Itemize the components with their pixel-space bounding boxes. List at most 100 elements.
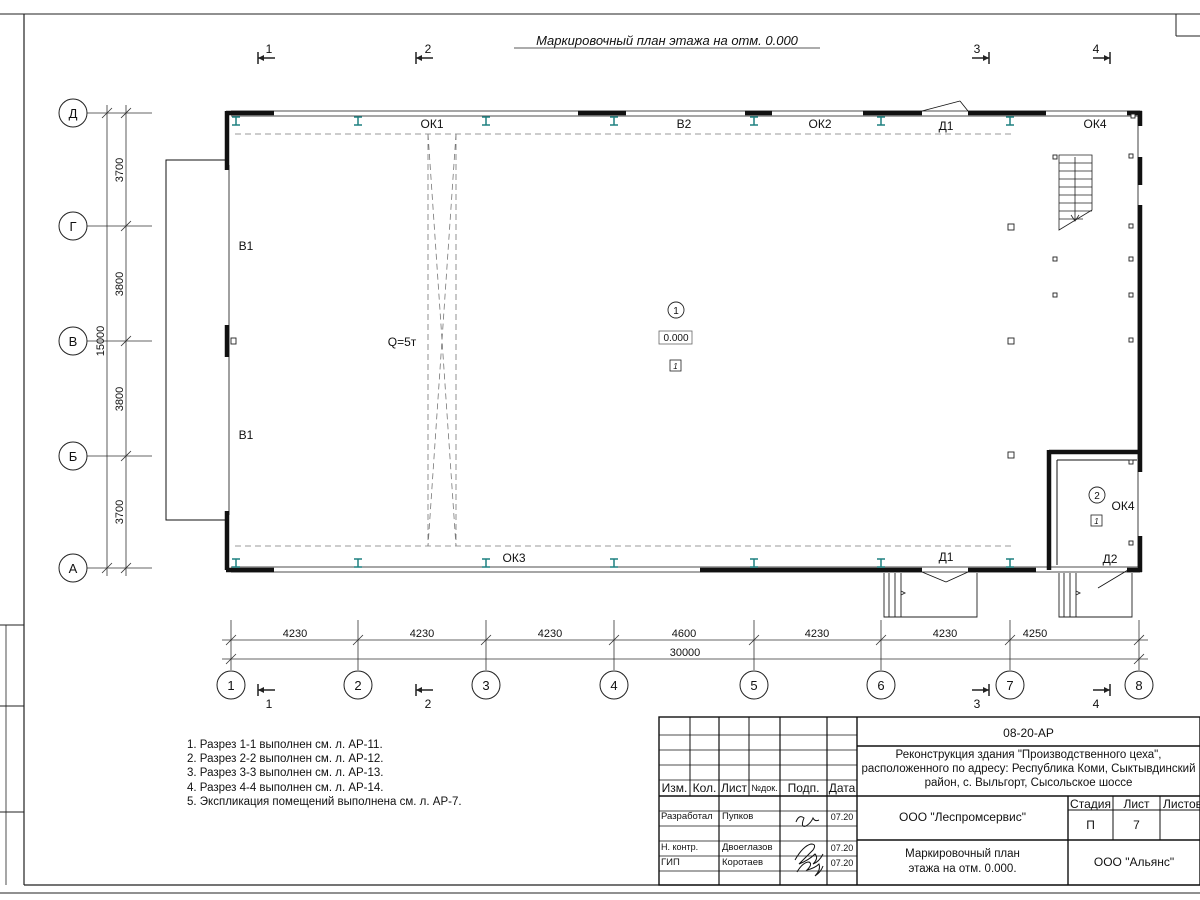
tb-date-norm-control: 07.20 <box>830 843 854 853</box>
room2-number-circle <box>1088 486 1106 504</box>
tb-role-norm-control: Н. контр. <box>661 842 699 852</box>
hdim-2: 4230 <box>410 628 434 640</box>
drawing-title: Маркировочный план этажа на отм. 0.000 <box>536 33 799 48</box>
porches <box>883 573 1133 618</box>
tb-project-line-2: расположенного по адресу: Республика Ком… <box>861 763 1196 775</box>
tb-project-line-3: район, с. Выльгорт, Сысольское шоссе <box>924 777 1133 789</box>
hdim-7: 4250 <box>1023 628 1047 640</box>
tb-header-ndok: №док. <box>751 783 778 793</box>
label-v2: В2 <box>677 117 692 131</box>
tb-stage-label: Стадия <box>1070 797 1111 811</box>
hdim-5: 4230 <box>805 628 829 640</box>
tb-organization: ООО "Альянс" <box>1093 855 1175 869</box>
tb-name-gip: Коротаев <box>722 857 764 868</box>
label-v1-upper: В1 <box>239 239 254 253</box>
label-d1-top: Д1 <box>939 119 954 133</box>
axis-number-1: 1 <box>227 678 234 693</box>
axis-letter-d: Д <box>69 106 78 121</box>
vdim-4: 3700 <box>114 500 126 524</box>
signature-dvoeglazov <box>794 843 824 865</box>
vdim-1: 3700 <box>114 158 126 182</box>
label-d1-bottom: Д1 <box>939 550 954 564</box>
signature-pupkov <box>795 816 820 827</box>
signature-korotaev <box>796 861 824 877</box>
left-axis-bubbles <box>58 98 88 583</box>
tb-header-podp: Подп. <box>787 781 820 795</box>
axis-letter-a: А <box>69 561 78 576</box>
bottom-axis-bubbles <box>216 670 1154 700</box>
label-ok1: ОК1 <box>421 117 444 131</box>
tb-stage-value: П <box>1086 818 1095 832</box>
tb-code: 08-20-АР <box>1003 726 1054 740</box>
axis-number-8: 8 <box>1135 678 1142 693</box>
section-arrows-bottom <box>258 687 1110 693</box>
hdim-6: 4230 <box>933 628 957 640</box>
hdim-total: 30000 <box>670 647 701 659</box>
room1-tag-box <box>669 359 682 372</box>
vdim-total: 15000 <box>95 326 107 357</box>
tb-name-norm-control: Двоеглазов <box>722 842 773 853</box>
room1-number-circle <box>667 301 685 319</box>
stair <box>1058 154 1093 231</box>
room1-level-box <box>658 330 693 345</box>
tb-sheet-value: 7 <box>1133 818 1140 832</box>
tb-date-developer: 07.20 <box>830 812 854 822</box>
axis-number-4: 4 <box>610 678 617 693</box>
axis-letter-v: В <box>69 334 78 349</box>
hdim-3: 4230 <box>538 628 562 640</box>
label-d2: Д2 <box>1103 552 1118 566</box>
label-ok4-top: ОК4 <box>1084 117 1107 131</box>
tb-role-developer: Разработал <box>661 811 713 822</box>
axis-number-6: 6 <box>877 678 884 693</box>
axis-number-7: 7 <box>1006 678 1013 693</box>
section-top-4: 4 <box>1093 42 1100 56</box>
section-top-1: 1 <box>266 42 273 56</box>
label-ok3: ОК3 <box>503 551 526 565</box>
note-2: 2. Разрез 2-2 выполнен см. л. АР-12. <box>187 753 384 766</box>
section-bottom-3: 3 <box>974 697 981 711</box>
note-5: 5. Экспликация помещений выполнена см. л… <box>187 795 462 808</box>
tb-sheet-title-line-1: Маркировочный план <box>905 848 1020 860</box>
tb-header-izm: Изм. <box>661 781 688 795</box>
crane-runway <box>235 133 1015 547</box>
vdim-2: 3800 <box>114 272 126 296</box>
room2-number: 2 <box>1094 491 1100 502</box>
section-bottom-4: 4 <box>1093 697 1100 711</box>
general-notes: 1. Разрез 1-1 выполнен см. л. АР-11. 2. … <box>187 738 627 809</box>
tb-sheet-label: Лист <box>1123 797 1150 811</box>
axis-number-2: 2 <box>354 678 361 693</box>
vdim-3: 3800 <box>114 387 126 411</box>
left-dimension-chain <box>86 105 152 576</box>
tb-sheets-label: Листов <box>1163 797 1200 811</box>
section-bottom-2: 2 <box>425 697 432 711</box>
note-3: 3. Разрез 3-3 выполнен см. л. АР-13. <box>187 767 384 780</box>
tb-sheet-title-line-2: этажа на отм. 0.000. <box>908 863 1017 875</box>
axis-number-5: 5 <box>750 678 757 693</box>
section-top-2: 2 <box>425 42 432 56</box>
hdim-1: 4230 <box>283 628 307 640</box>
tb-company: ООО "Леспромсервис" <box>899 810 1026 824</box>
axis-number-3: 3 <box>482 678 489 693</box>
tb-name-developer: Пупков <box>722 811 754 822</box>
tb-project-line-1: Реконструкция здания "Производственного … <box>895 749 1162 761</box>
label-v1-lower: В1 <box>239 428 254 442</box>
columns <box>232 116 1014 568</box>
room1-tag: 1 <box>673 362 677 371</box>
section-marks-top <box>257 52 1111 64</box>
section-top-3: 3 <box>974 42 981 56</box>
hdim-4: 4600 <box>672 628 696 640</box>
tb-header-list: Лист <box>720 781 748 795</box>
sheet-frame <box>0 13 1200 894</box>
bottom-dimension-chain <box>222 620 1148 670</box>
label-ok2: ОК2 <box>809 117 832 131</box>
axis-letter-b: Б <box>69 449 78 464</box>
section-arrows-top <box>258 55 1110 61</box>
tb-header-kol: Кол. <box>692 781 717 795</box>
note-1: 1. Разрез 1-1 выполнен см. л. АР-11. <box>187 739 383 751</box>
room2-tag: 1 <box>1094 517 1098 526</box>
section-bottom-1: 1 <box>266 697 273 711</box>
note-4: 4. Разрез 4-4 выполнен см. л. АР-14. <box>187 781 384 794</box>
label-crane: Q=5т <box>388 335 417 349</box>
posts <box>230 113 1136 546</box>
